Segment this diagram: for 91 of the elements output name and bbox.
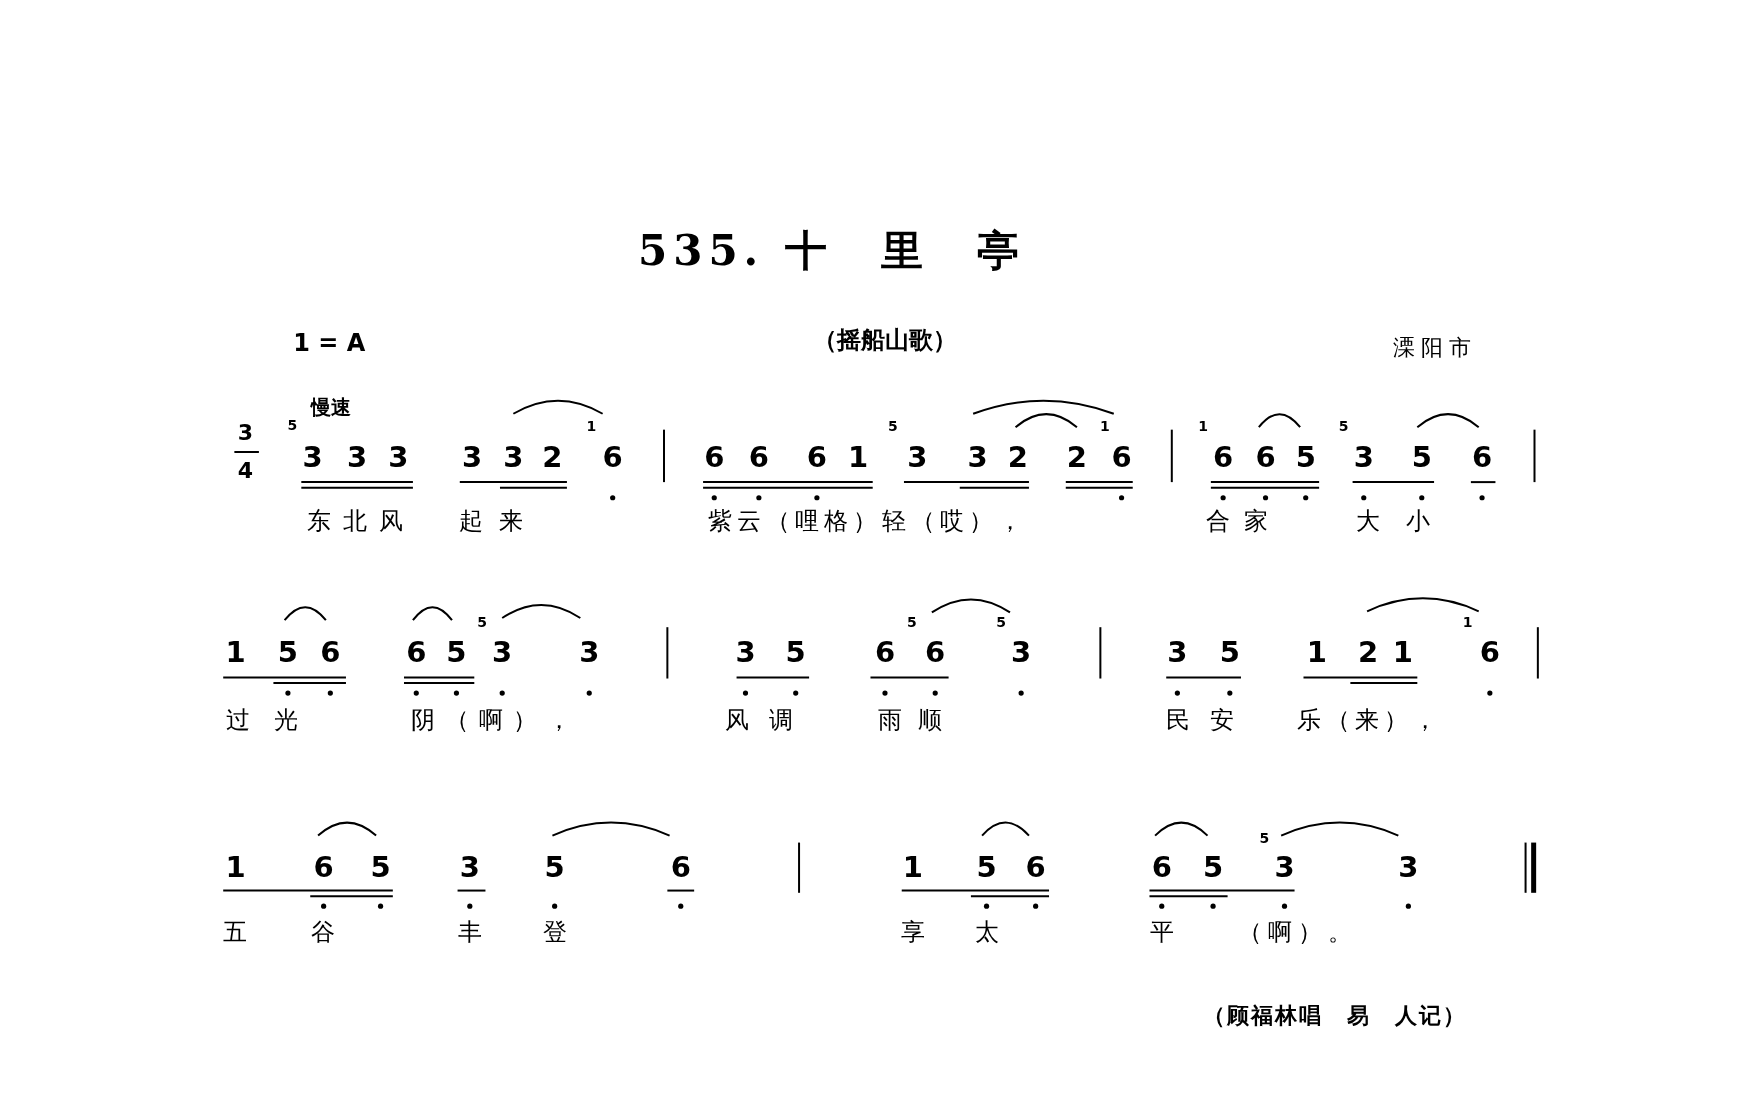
lyric-text: 东北风	[305, 508, 415, 535]
note-number: 6	[406, 636, 427, 669]
lyric-text: 太	[974, 918, 999, 946]
lyric-text: 乐（来），	[1296, 706, 1443, 733]
header-text: （摇船山歌）	[813, 327, 957, 354]
note-number: 5	[1295, 441, 1316, 474]
note-number: 2	[542, 441, 563, 474]
lyric-text: （啊）。	[1236, 918, 1358, 946]
lyric-text: 登	[542, 918, 567, 946]
grace-note: 5	[996, 615, 1006, 631]
lyric-text: 大小	[1354, 508, 1456, 535]
grace-note: 5	[887, 419, 898, 436]
note-number: 6	[1025, 852, 1046, 885]
song-title: 535. 十 里 亭	[637, 228, 1025, 275]
lyric-text: 享	[900, 918, 925, 946]
note-number: 6	[1111, 441, 1132, 474]
note-number: 6	[748, 441, 769, 474]
note-number: 6	[320, 636, 341, 669]
grace-note: 1	[1198, 419, 1208, 436]
note-number: 6	[704, 441, 725, 474]
note-number: 2	[1358, 636, 1379, 669]
note-number: 3	[967, 441, 988, 474]
grace-note: 5	[1259, 831, 1270, 847]
note-number: 1	[848, 441, 869, 474]
note-number: 3	[579, 636, 600, 669]
note-number: 1	[902, 852, 923, 885]
lyric-text: 民安	[1164, 706, 1254, 733]
note-number: 5	[1411, 441, 1432, 474]
note-number: 3	[492, 636, 513, 669]
lyric-text: 合家	[1204, 508, 1282, 535]
note-number: 3	[1353, 441, 1374, 474]
lyric-text: 平	[1149, 918, 1174, 946]
lyric-text: 谷	[310, 918, 335, 946]
note-number: 2	[1007, 441, 1028, 474]
note-number: 1	[225, 852, 246, 885]
lyric-text: 过光	[225, 706, 323, 733]
lyric-text: 丰	[457, 918, 482, 946]
note-number: 5	[277, 636, 298, 669]
lyric-text: 雨顺	[876, 706, 958, 733]
note-number: 6	[1213, 441, 1234, 474]
note-number: 5	[1203, 852, 1224, 885]
note-number: 3	[1398, 852, 1419, 885]
note-number: 3	[1167, 636, 1188, 669]
note-number: 5	[446, 636, 467, 669]
grace-note: 5	[477, 615, 487, 631]
grace-note: 5	[287, 418, 298, 434]
note-number: 3	[1011, 636, 1032, 669]
lyric-text: 风调	[723, 706, 813, 733]
note-number: 6	[1151, 852, 1172, 885]
note-number: 3	[1274, 852, 1295, 885]
note-number: 3	[461, 441, 483, 474]
note-number: 3	[735, 636, 756, 669]
note-number: 5	[370, 852, 391, 885]
lyric-text: 紫云（哩格）轻（哎），	[706, 508, 1027, 535]
note-number: 6	[874, 636, 896, 669]
note-number: 5	[976, 852, 997, 885]
grace-note: 5	[906, 615, 917, 631]
grace-note: 1	[1462, 615, 1473, 631]
header-text: 1 = A	[293, 329, 366, 356]
note-number: 6	[670, 852, 691, 885]
tempo-marking: 慢速	[311, 396, 352, 419]
note-number: 1	[1392, 636, 1413, 669]
note-number: 3	[907, 441, 928, 474]
place-name: 溧阳市	[1391, 336, 1477, 361]
note-number: 5	[1219, 636, 1240, 669]
note-number: 3	[503, 441, 524, 474]
lyric-text: 起来	[458, 508, 540, 535]
credit-text: （顾福林唱 易 人记）	[1201, 1003, 1467, 1028]
note-number: 3	[302, 441, 323, 474]
note-number: 6	[1255, 441, 1276, 474]
time-signature-digit: 3	[237, 420, 254, 446]
note-number: 1	[1306, 636, 1327, 669]
note-number: 3	[459, 852, 480, 885]
note-number: 6	[1479, 636, 1500, 669]
grace-note: 1	[1099, 419, 1110, 436]
note-number: 6	[313, 852, 334, 885]
grace-note: 1	[586, 419, 597, 436]
note-number: 6	[1471, 441, 1493, 474]
note-number: 6	[806, 441, 827, 474]
note-number: 2	[1066, 441, 1088, 474]
note-number: 6	[925, 636, 946, 669]
time-signature-digit: 4	[237, 458, 254, 484]
note-number: 5	[544, 852, 565, 885]
lyric-text: 五	[223, 918, 248, 946]
note-number: 5	[785, 636, 806, 669]
note-number: 3	[347, 441, 368, 474]
note-number: 1	[225, 636, 246, 669]
note-number: 3	[388, 441, 409, 474]
grace-note: 5	[1338, 419, 1349, 436]
note-number: 6	[602, 441, 623, 474]
lyric-text: 阴（啊），	[410, 706, 582, 733]
